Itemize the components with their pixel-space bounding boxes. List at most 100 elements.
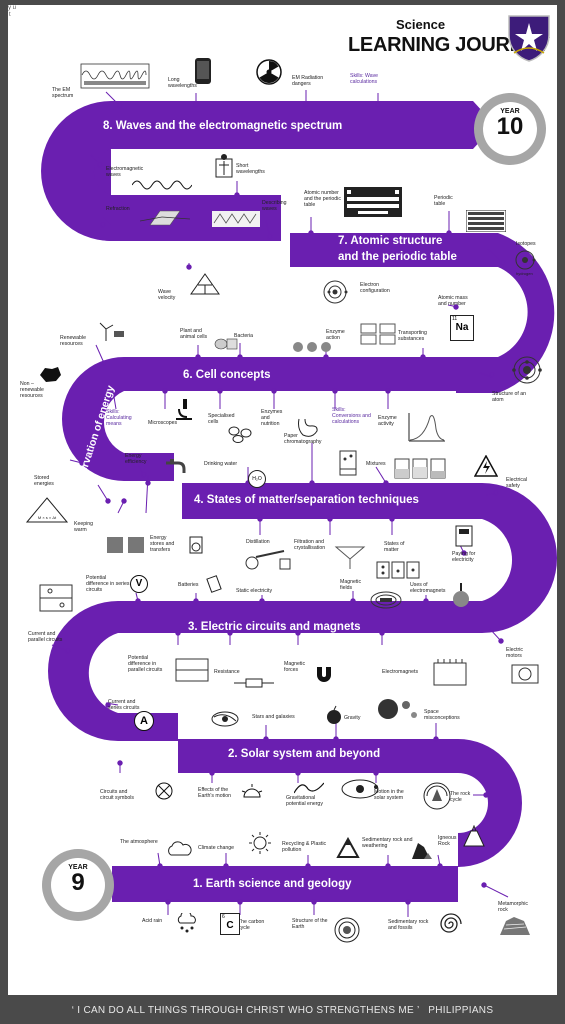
topic-filtration: Filtration and crystallisation	[294, 539, 326, 551]
topic-electric-motors: Electric motors	[506, 647, 524, 659]
topic-uses-electromagnets: Uses of electromagnets	[410, 582, 446, 594]
topic-earths-motion: Effects of the Earth's motion	[198, 787, 231, 799]
topic-keeping-warm: Keeping warm	[74, 521, 94, 533]
topic-states-of-matter: States of matter	[384, 541, 405, 553]
footer-source: PHILIPPIANS	[428, 1005, 494, 1016]
sun-icon	[249, 832, 271, 854]
topic-em-radiation-dangers: EM Radiation dangers	[292, 75, 324, 87]
coal-icon	[40, 367, 61, 382]
galaxy-icon	[211, 711, 239, 727]
refraction-prism-icon	[140, 210, 190, 226]
stage-3-title: 3. Electric circuits and magnets	[188, 621, 361, 633]
stage-2-title: 2. Solar system and beyond	[228, 748, 381, 760]
topic-metamorphic-rock: Metamorphic rock	[498, 901, 528, 913]
sodium-element-icon: 11 Na	[450, 315, 474, 341]
year10-badge-number: 10	[496, 113, 524, 140]
cloud-icon	[168, 841, 192, 856]
lamp-symbol-icon	[155, 782, 173, 800]
topic-structure-earth: Structure of the Earth	[292, 918, 328, 930]
topic-skills-calculating-means: Skills: Calculating means	[106, 409, 132, 427]
microscope-icon	[176, 399, 192, 420]
topic-microscopes: Microscopes	[148, 420, 178, 426]
sodium-atomic-number: 11	[452, 316, 458, 322]
rock-cycle-icon	[423, 782, 451, 810]
year9-badge: YEAR 9	[42, 849, 114, 921]
mixtures-beakers-icon	[394, 458, 446, 479]
topic-stars-galaxies: Stars and galaxies	[252, 714, 295, 720]
topic-skills-wave-calculations: Skills: Wave calculations	[350, 73, 379, 85]
electromagnet-coil-icon	[433, 659, 467, 686]
enzyme-diagram-icon	[293, 342, 331, 352]
topic-magnetic-fields: Magnetic fields	[340, 579, 362, 591]
topic-circuits-symbols: Circuits and circuit symbols	[100, 789, 135, 801]
topic-acid-rain: Acid rain	[142, 918, 163, 924]
topic-climate-change: Climate change	[198, 845, 235, 851]
recycling-icon	[336, 837, 360, 858]
topic-stored-energies: Stored energies	[34, 475, 54, 487]
cell-diagram-icon	[214, 338, 238, 350]
phone-icon	[195, 58, 211, 84]
page-title: LEARNING JOURNEY	[348, 34, 550, 56]
volcano-icon	[463, 825, 485, 847]
sodium-symbol: Na	[455, 322, 469, 333]
carbon-atomic-number: 6	[222, 914, 225, 920]
enzyme-graph-icon	[408, 413, 445, 442]
water-formula: H₂O	[252, 476, 262, 482]
motor-icon	[511, 664, 539, 684]
topic-refraction: Refraction	[106, 206, 130, 212]
diffusion-diagram-icon	[360, 323, 396, 345]
hydrogen-atom-icon	[515, 250, 536, 270]
periodic-table-icon	[344, 187, 402, 217]
distillation-icon	[245, 550, 291, 570]
topic-current-parallel: Current and parallel circuits	[28, 631, 63, 643]
topic-wave-velocity: Wave velocity	[158, 289, 176, 301]
topic-resistance: Resistance	[214, 669, 240, 675]
school-crest-icon	[508, 15, 550, 62]
periodic-table-small-icon	[466, 210, 506, 232]
wave-diagram-icon	[212, 211, 260, 227]
apple-gravity-icon	[327, 705, 341, 724]
topic-energy-stores-transfers: Energy stores and transfers	[150, 535, 175, 553]
stage-1-title: 1. Earth science and geology	[193, 878, 352, 890]
atom-structure-icon	[512, 356, 542, 384]
carbon-element-icon: 6 C	[220, 913, 240, 935]
metamorphic-rock-icon	[500, 917, 530, 935]
horseshoe-magnet-icon	[317, 667, 331, 682]
topic-describing-waves: Describing waves	[262, 200, 287, 212]
learning-journey-poster: y u t Science LEARNING JOURNEY	[8, 5, 557, 995]
wave-icon	[132, 180, 192, 190]
topic-hydrogen: hydrogen	[516, 271, 533, 276]
topic-gpe: Gravitational potential energy	[286, 795, 323, 807]
filtration-icon	[334, 546, 366, 569]
roller-coaster-icon	[294, 782, 324, 794]
solar-system-icon	[378, 699, 417, 719]
topic-enzyme-activity: Enzyme activity	[378, 415, 397, 427]
sunrise-icon	[241, 784, 263, 798]
topic-structure-of-atom: Structure of an atom	[492, 391, 527, 403]
topic-electromagnetic-waves: Electromagnetic waves	[106, 166, 144, 178]
topic-distillation: Distillation	[246, 539, 270, 545]
voltmeter-icon: V	[130, 575, 148, 593]
topic-energy-efficiency: Energy efficiency	[125, 453, 147, 465]
topic-electrical-safety: Electrical safety	[506, 477, 528, 489]
stage-7-title-line2: and the periodic table	[338, 251, 457, 263]
stomach-icon	[298, 418, 318, 437]
blood-cells-icon	[228, 426, 252, 443]
year10-badge-label: YEAR	[500, 108, 520, 115]
topic-atomic-number: Atomic number and the periodic table	[304, 190, 341, 208]
stage-4-title: 4. States of matter/separation technique…	[194, 494, 419, 506]
insulation-blocks-icon	[107, 537, 144, 553]
topic-atomic-mass: Atomic mass and number	[438, 295, 468, 307]
year9-badge-number: 9	[71, 869, 85, 896]
electron-shell-icon	[323, 280, 348, 304]
topic-enzymes-nutrition: Enzymes and nutrition	[261, 409, 283, 427]
ammeter-letter: A	[140, 715, 148, 727]
topic-periodic-table: Periodic table	[434, 195, 453, 207]
topic-space-misconceptions: Space misconceptions	[424, 709, 460, 721]
topic-bacteria: Bacteria	[234, 333, 254, 339]
topic-enzyme-action: Enzyme action	[326, 329, 345, 341]
topic-non-renewable-resources: Non – renewable resources	[20, 381, 44, 399]
parallel-circuit-icon	[39, 584, 73, 612]
stage-7-title-line1: 7. Atomic structure	[338, 235, 443, 247]
topic-rock-cycle: The rock cycle	[450, 791, 471, 803]
